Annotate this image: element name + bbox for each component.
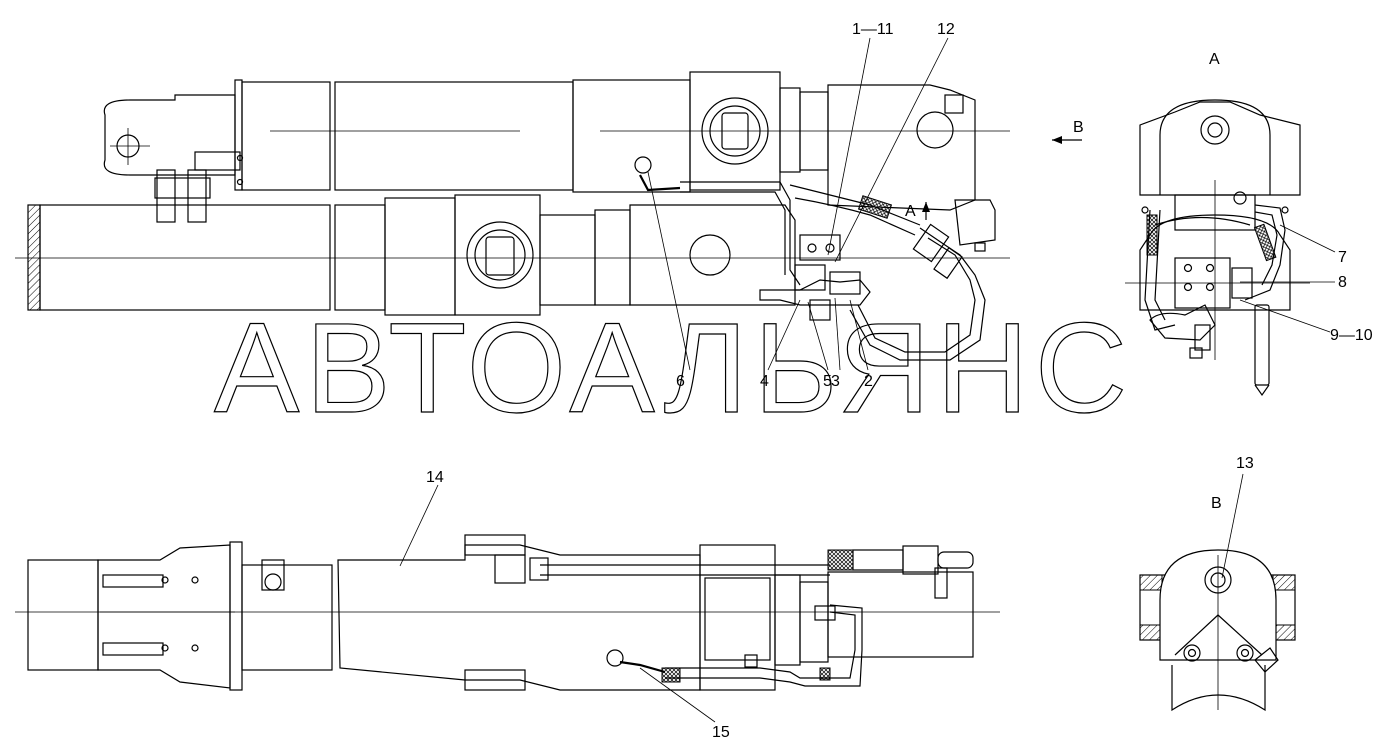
callout-7: 7 [1338,249,1347,266]
callout-5: 5 [823,373,832,390]
callout-14: 14 [426,469,444,486]
watermark-text: АВТОАЛЬЯНС [214,297,1133,440]
callout-1-11: 1—11 [852,21,894,38]
hydraulic-hoses-top [634,156,996,361]
bottom-assembly [15,534,1000,691]
view-arrow-a: А [905,202,930,220]
callout-8: 8 [1338,274,1347,291]
view-arrow-b-label: В [1073,119,1084,136]
view-a-label: А [1209,51,1220,68]
callout-leaders [399,37,1336,723]
callout-2: 2 [864,373,873,390]
view-b-label: В [1211,495,1222,512]
lower-cylinder-assembly [15,194,1010,316]
upper-cylinder-assembly [103,71,1010,223]
callout-9-10: 9—10 [1330,327,1373,344]
callout-6: 6 [676,373,685,390]
callout-13: 13 [1236,455,1254,472]
callout-labels: 1—11 12 6 4 5 3 2 7 8 9—10 13 14 15 [426,21,1373,741]
callout-3: 3 [831,373,840,390]
callout-4: 4 [760,373,769,390]
callout-15: 15 [712,724,730,741]
view-b-detail: В [1139,495,1296,712]
callout-12: 12 [937,21,955,38]
view-arrow-b: В [1052,119,1084,144]
view-arrow-a-label: А [905,203,916,220]
view-a-detail: А [1125,51,1310,397]
